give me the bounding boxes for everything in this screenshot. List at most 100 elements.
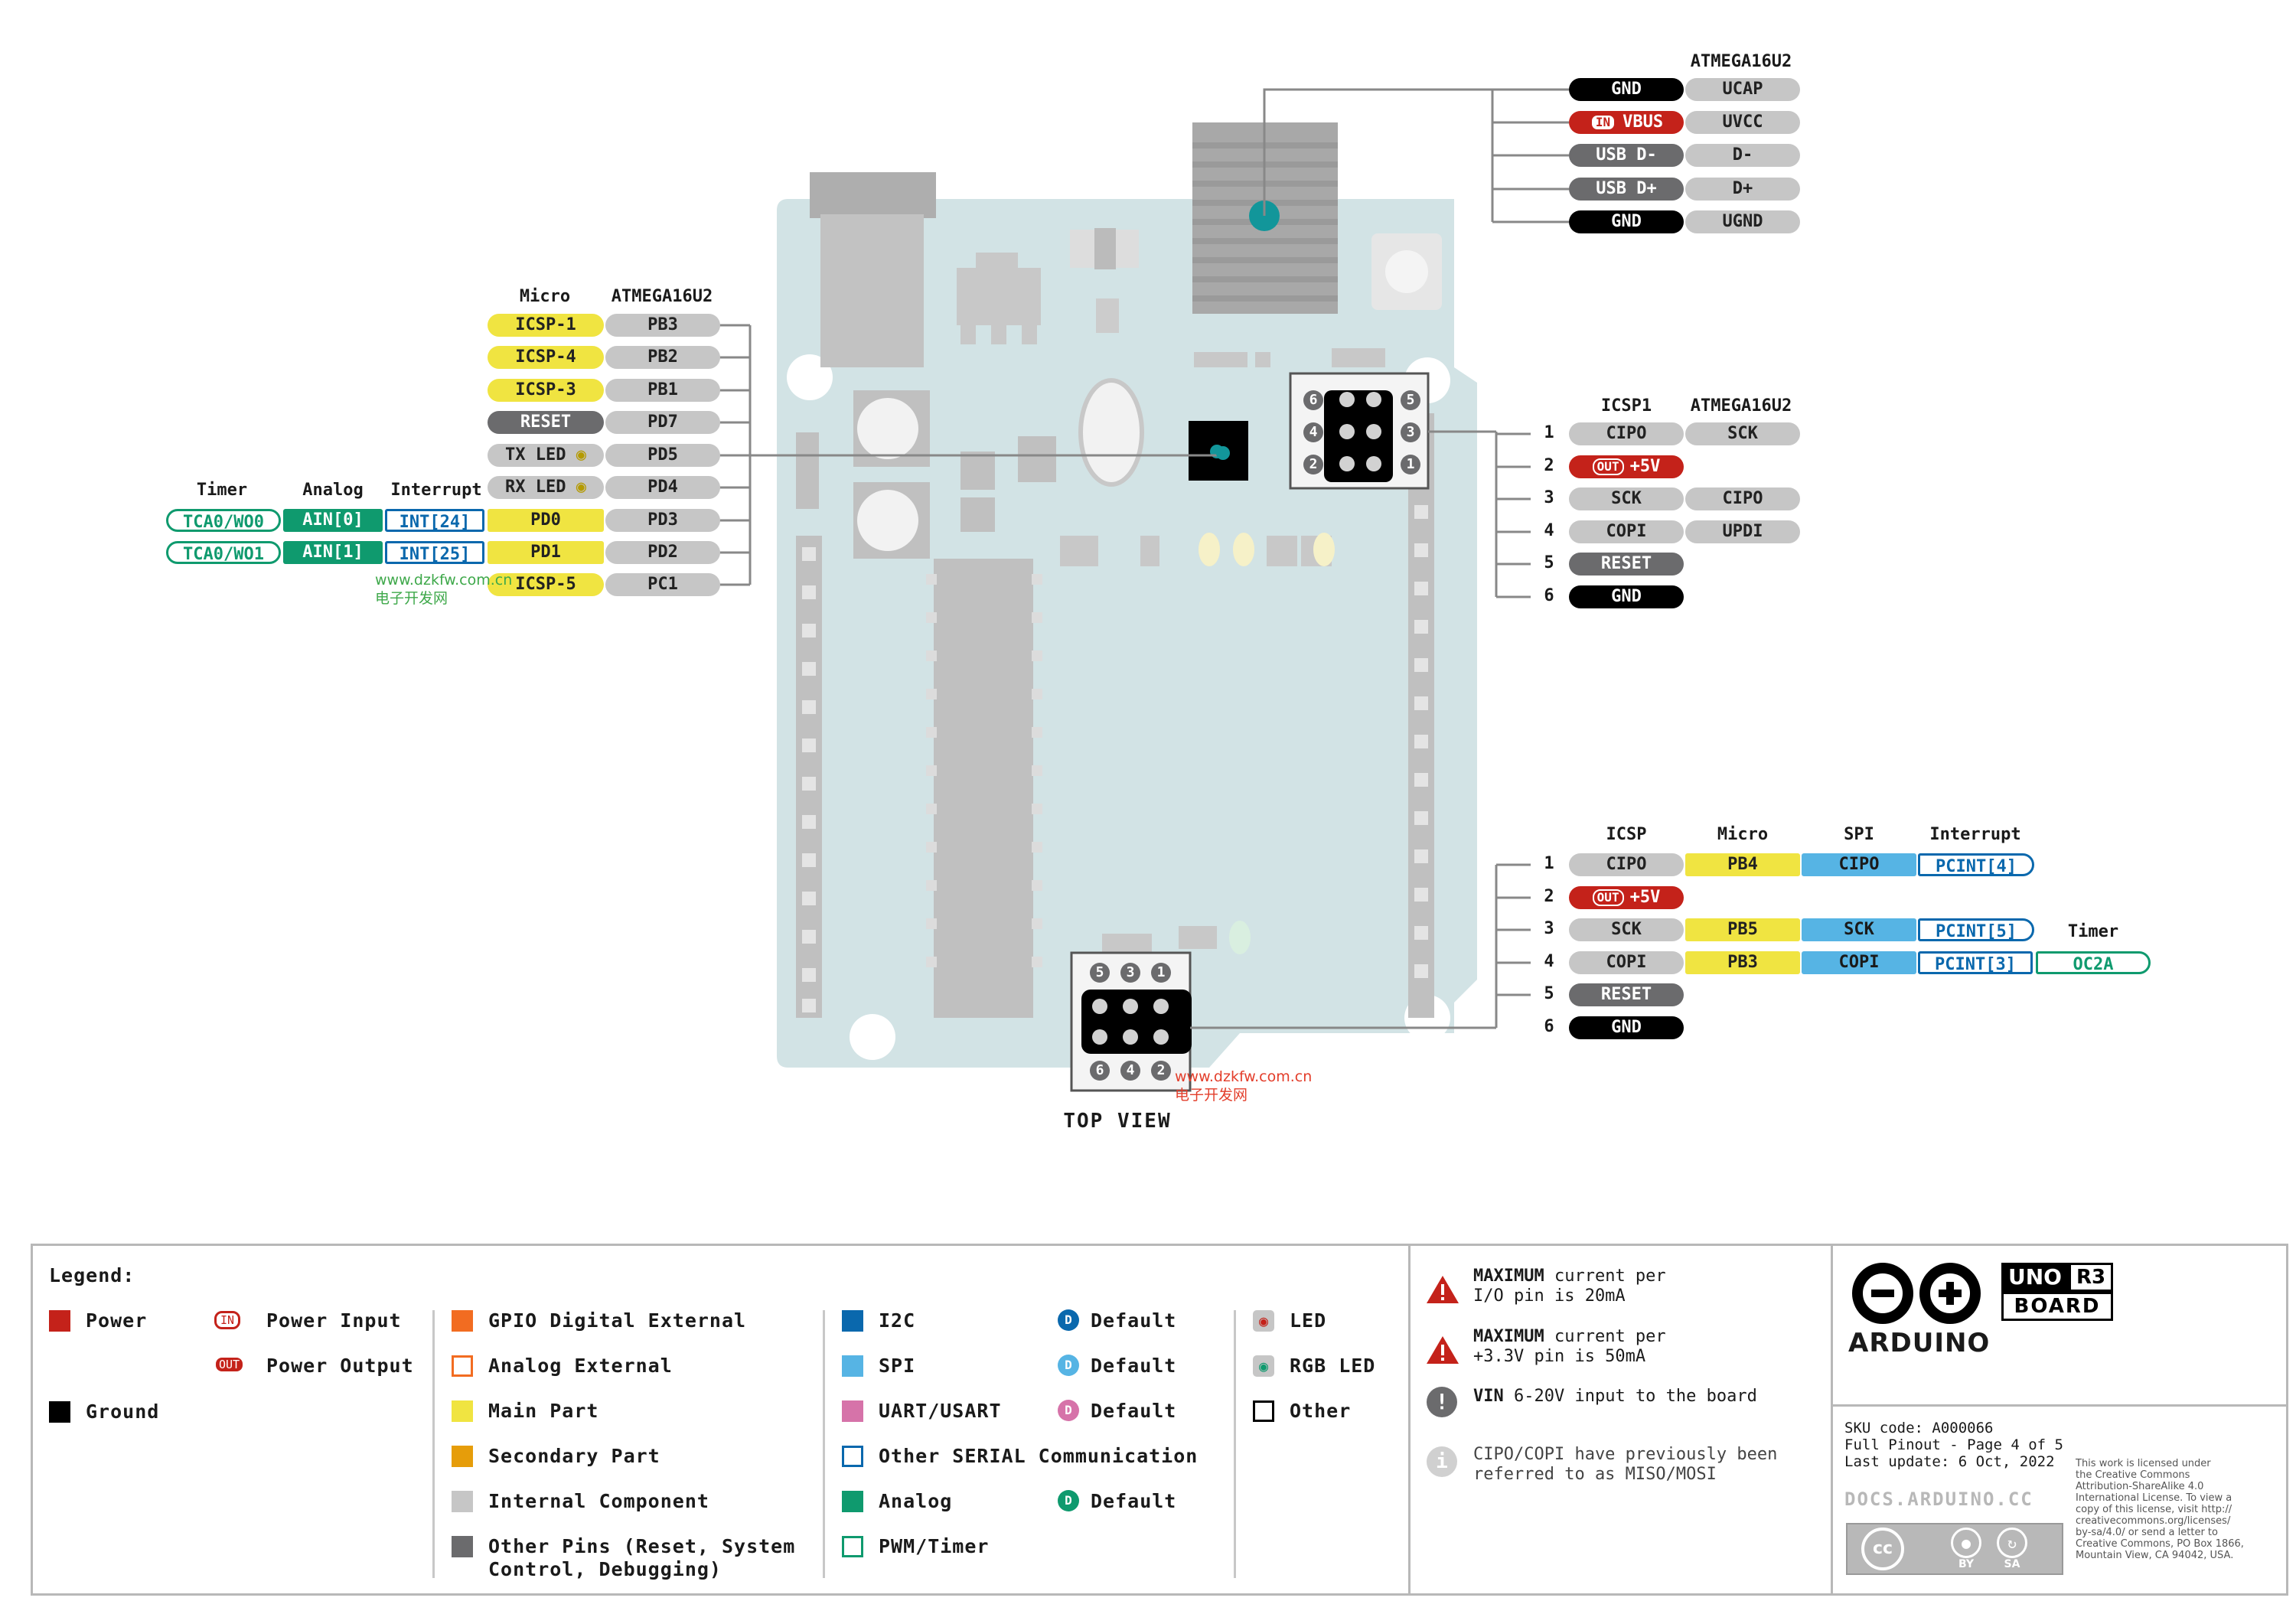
divider: [1234, 1310, 1236, 1578]
atmega328p-chip: [934, 559, 1033, 1018]
pin-label: COPI: [1569, 520, 1684, 543]
pin-label: RX LED ◉: [488, 476, 604, 499]
column-header: SPI: [1844, 825, 1874, 844]
exclamation-icon: !: [1427, 1387, 1457, 1417]
pin-number: 1: [1151, 963, 1171, 983]
pin-label: COPI: [1569, 951, 1684, 974]
uno-badge: UNO: [2001, 1263, 2069, 1292]
pin-number: 4: [1544, 521, 1554, 540]
license-text: This work is licensed under the Creative…: [2076, 1458, 2244, 1561]
pin-label: UCAP: [1685, 78, 1800, 101]
pin-label: PB3: [1685, 951, 1800, 974]
led-icon: ◉: [576, 445, 586, 465]
pin-label-text: RX LED: [505, 478, 566, 497]
other-serial-swatch: [842, 1446, 863, 1467]
timer-label: TCA0/WO0: [166, 509, 281, 532]
sku-info: SKU code: A000066 Full Pinout - Page 4 o…: [1844, 1420, 2063, 1470]
pin-label-text: VBUS: [1623, 112, 1664, 132]
cc-sa-label: SA: [2004, 1558, 2020, 1570]
pin-label: UPDI: [1685, 520, 1800, 543]
pin-number: 2: [1544, 887, 1554, 906]
legend-label: UART/USART: [879, 1400, 1002, 1422]
pin-label: RESET: [1569, 553, 1684, 575]
legend-label: Secondary Part: [488, 1445, 660, 1467]
atmega-marker-dot: [1216, 446, 1230, 460]
pin-number: 4: [1120, 1061, 1140, 1081]
divider: [432, 1310, 435, 1578]
cc-license-icon: cc ● ↻ BY SA: [1846, 1523, 2063, 1575]
note-text: 6-20V input to the board: [1514, 1387, 1757, 1406]
legend-label: PWM/Timer: [879, 1535, 990, 1557]
column-header: ATMEGA16U2: [611, 287, 713, 306]
legend-label: I2C: [879, 1309, 916, 1332]
legend-label: Default: [1091, 1400, 1177, 1422]
pin-label: OUT+5V: [1569, 455, 1684, 478]
note-bold: MAXIMUM: [1473, 1267, 1544, 1286]
note-text: I/O pin is 20mA: [1473, 1286, 1626, 1306]
note-max-33v: MAXIMUM current per+3.3V pin is 50mA: [1473, 1327, 1666, 1367]
secondary-part-swatch: [452, 1446, 473, 1467]
legend-label: Ground: [86, 1400, 160, 1423]
timer-label: OC2A: [2036, 951, 2151, 974]
license-line: International License. To view a: [2076, 1492, 2232, 1504]
pin-number: 3: [1401, 422, 1420, 442]
license-line: copy of this license, visit http://: [2076, 1504, 2232, 1515]
legend-label: LED: [1290, 1309, 1327, 1332]
pin-number: 5: [1544, 984, 1554, 1003]
pin-label: ICSP-3: [488, 379, 604, 402]
legend-label: Internal Component: [488, 1490, 709, 1512]
legend-label: Main Part: [488, 1400, 599, 1422]
top-view-label: TOP VIEW: [1063, 1110, 1172, 1133]
uart-swatch: [842, 1400, 863, 1422]
watermark-cn: 电子开发网: [375, 590, 448, 607]
divider: [1831, 1404, 2288, 1407]
info-icon: i: [1427, 1446, 1457, 1477]
page-info: Full Pinout - Page 4 of 5: [1844, 1436, 2063, 1453]
power-output-badge: OUT: [214, 1356, 245, 1373]
pin-label: PB1: [605, 379, 720, 402]
power-output-badge: OUT: [1592, 889, 1624, 906]
voltage-regulator: [957, 268, 1041, 325]
pin-label: PB5: [1685, 918, 1800, 941]
other-swatch: [1253, 1400, 1274, 1422]
timer-label: TCA0/WO1: [166, 541, 281, 564]
column-header: ATMEGA16U2: [1690, 52, 1792, 71]
brand-name: ARDUINO: [1848, 1328, 1991, 1358]
pin-label: D-: [1685, 144, 1800, 167]
pin-label: OUT+5V: [1569, 886, 1684, 909]
default-icon: D: [1058, 1355, 1079, 1376]
note-bold: MAXIMUM: [1473, 1327, 1544, 1346]
legend-label: Analog External: [488, 1355, 673, 1377]
legend-label: Other SERIAL Communication: [879, 1445, 1199, 1467]
pin-label: ICSP-5: [488, 573, 604, 596]
cc-circle-icon: cc: [1861, 1528, 1904, 1570]
watermark-url: www.dzkfw.com.cn: [1175, 1068, 1313, 1085]
pin-label: PB3: [605, 314, 720, 337]
note-text: CIPO/COPI have previously been: [1473, 1445, 1778, 1464]
pin-number: 1: [1401, 455, 1420, 474]
pin-label: PD4: [605, 476, 720, 499]
legend-panel: [31, 1244, 2288, 1596]
pin-number: 6: [1544, 1017, 1554, 1036]
default-icon: D: [1058, 1490, 1079, 1511]
legend-label: Default: [1091, 1355, 1177, 1377]
interrupt-label: PCINT[4]: [1918, 853, 2034, 876]
pin-label: CIPO: [1685, 487, 1800, 510]
cc-by-label: BY: [1958, 1558, 1975, 1570]
column-header: Timer: [2067, 922, 2119, 941]
column-header: Micro: [1717, 825, 1769, 844]
dc-jack: [820, 214, 924, 367]
pin-label: PD5: [605, 444, 720, 467]
sku-code: SKU code: A000066: [1844, 1420, 1994, 1436]
note-vin: VIN 6-20V input to the board: [1473, 1387, 1757, 1407]
column-header: Micro: [519, 287, 571, 306]
legend-label: Other: [1290, 1400, 1352, 1422]
main-part-swatch: [452, 1400, 473, 1422]
pin-label: PD1: [488, 541, 604, 564]
interrupt-label: INT[25]: [385, 541, 484, 564]
default-icon: D: [1058, 1309, 1079, 1331]
